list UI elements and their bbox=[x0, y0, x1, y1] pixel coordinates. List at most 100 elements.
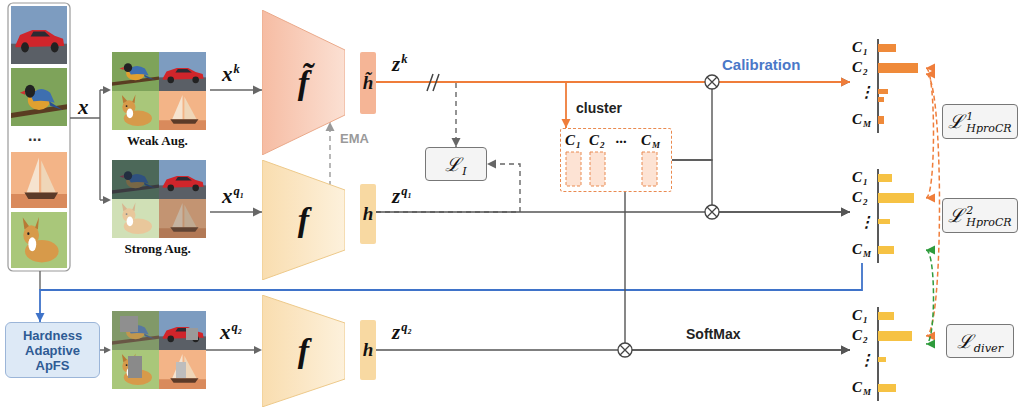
arrow-head bbox=[926, 246, 935, 255]
input-images-part bbox=[11, 152, 67, 208]
connector-line bbox=[40, 263, 862, 322]
text-group: ℒdiver bbox=[957, 328, 1004, 354]
connector-line bbox=[376, 82, 566, 128]
text: ℒ bbox=[445, 153, 461, 175]
bar-chart-bottom-part bbox=[878, 312, 894, 320]
bar-chart: C1C2⋮CM bbox=[850, 307, 926, 401]
edge-label: cluster bbox=[576, 100, 622, 116]
text-group: xq₂ bbox=[220, 320, 242, 345]
arrow-heads bbox=[103, 86, 262, 354]
text-group: ⋮ bbox=[859, 351, 874, 369]
text: x bbox=[78, 95, 89, 119]
text: x bbox=[222, 62, 233, 86]
text: q₂ bbox=[232, 320, 243, 334]
text: 1 bbox=[863, 177, 868, 187]
arrow-head bbox=[926, 340, 935, 349]
text: C bbox=[852, 111, 862, 127]
text: ⋮ bbox=[859, 84, 874, 100]
text-group: h bbox=[363, 339, 374, 361]
encoder-trapezoid: f̃ bbox=[262, 10, 345, 155]
arrow-head bbox=[562, 119, 571, 128]
script-stack: 2HproCR bbox=[966, 205, 1011, 228]
text-group: zk bbox=[392, 52, 407, 77]
data-flow-lines-part bbox=[70, 90, 104, 200]
text: z bbox=[392, 320, 400, 344]
connector-line bbox=[672, 82, 850, 160]
input-images bbox=[8, 3, 70, 271]
text: ⋮ bbox=[859, 214, 874, 230]
weak-aug-images-part bbox=[112, 91, 159, 130]
arrow-head bbox=[841, 208, 850, 217]
bar-chart-middle-part bbox=[878, 246, 894, 254]
connector-line bbox=[625, 192, 850, 350]
text: 1 bbox=[966, 111, 1011, 123]
text-group: zq₂ bbox=[392, 320, 412, 345]
feature-bar: h bbox=[360, 320, 376, 380]
connector bbox=[376, 346, 850, 355]
text: HproCR bbox=[966, 123, 1011, 135]
feature-bar: h̃ bbox=[360, 52, 376, 114]
bar-chart-bottom-part bbox=[878, 331, 912, 341]
bar-chart-top-part bbox=[878, 44, 896, 52]
text: x bbox=[222, 184, 233, 208]
text: C bbox=[852, 307, 862, 323]
text: 2 bbox=[966, 205, 1011, 217]
multiply-symbol-part bbox=[618, 343, 632, 357]
data-flow-lines-part bbox=[39, 271, 40, 290]
data-flow-lines bbox=[40, 90, 255, 350]
text: Hardness Adaptive ApFS bbox=[23, 328, 82, 373]
connector bbox=[376, 208, 850, 217]
text-group: C2 bbox=[852, 189, 868, 206]
text-group: C2 bbox=[589, 132, 605, 149]
connector-line bbox=[672, 160, 850, 212]
masked-images-part bbox=[112, 311, 159, 350]
cluster-box: C1C2...CM bbox=[560, 128, 672, 192]
text-group: ℒ1HproCR bbox=[948, 108, 1011, 135]
text: C bbox=[852, 39, 862, 55]
text: ℒ bbox=[948, 110, 964, 132]
text: diver bbox=[974, 341, 1004, 355]
masked-images-part bbox=[159, 311, 206, 350]
text-group: ⋮ bbox=[859, 83, 874, 101]
masked-images-part bbox=[112, 311, 159, 350]
text: M bbox=[863, 387, 871, 397]
connector-line bbox=[376, 82, 456, 147]
text: ℒ bbox=[957, 330, 973, 352]
strong-aug-images bbox=[112, 160, 206, 238]
text: k bbox=[401, 52, 407, 66]
connector-line bbox=[926, 68, 934, 198]
stop-gradient-mark-part bbox=[433, 74, 439, 91]
text: h bbox=[363, 203, 374, 224]
text-group: ... bbox=[28, 127, 41, 145]
text: 1 bbox=[863, 47, 868, 57]
input-images-part bbox=[11, 212, 67, 268]
bar-chart-middle-part bbox=[878, 219, 890, 224]
cluster-bars-part bbox=[590, 152, 605, 186]
bar-chart-middle bbox=[878, 169, 914, 263]
text: Strong Aug. bbox=[125, 241, 191, 256]
text: h̃ bbox=[363, 72, 374, 93]
text: C bbox=[852, 327, 862, 343]
connector bbox=[625, 192, 850, 355]
text: HproCR bbox=[966, 217, 1011, 229]
text-group: C1 bbox=[852, 307, 868, 324]
arrow-head bbox=[253, 86, 262, 95]
weak-aug-images-part bbox=[112, 52, 159, 91]
text-group: xk bbox=[222, 62, 240, 87]
bar-chart-top-part bbox=[878, 97, 884, 102]
text: 2 bbox=[863, 67, 868, 77]
text: ⋮ bbox=[859, 352, 874, 368]
loss-box: ℒ1HproCR bbox=[942, 104, 1018, 139]
encoder-trapezoid: f bbox=[262, 160, 345, 280]
connector bbox=[376, 82, 571, 128]
text: z bbox=[392, 184, 400, 208]
text: q₂ bbox=[401, 320, 412, 334]
text-group: xq₁ bbox=[222, 184, 244, 209]
multiply-symbol-part bbox=[705, 205, 719, 219]
text-group: Weak Aug. bbox=[127, 133, 188, 149]
text-group: f̃ bbox=[298, 64, 309, 102]
masked-images-part bbox=[176, 362, 186, 378]
connector-line bbox=[926, 250, 934, 344]
trapezoid-outline bbox=[262, 160, 345, 280]
